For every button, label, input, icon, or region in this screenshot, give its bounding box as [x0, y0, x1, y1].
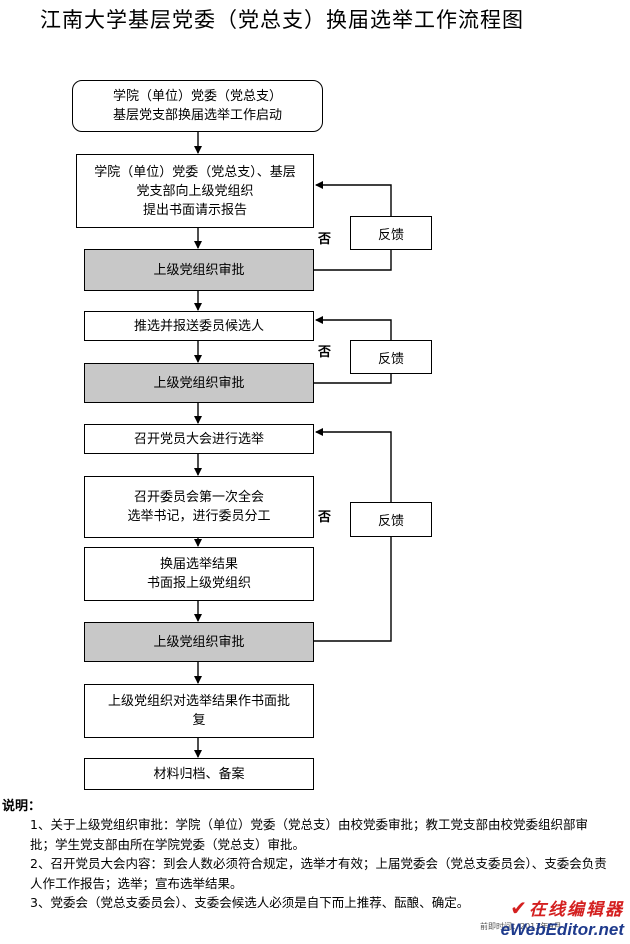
step-text: 基层党支部换届选举工作启动 — [112, 108, 282, 123]
step-text: 提出书面请示报告 — [142, 202, 247, 218]
loop2-back — [315, 316, 392, 341]
step-start: 学院（单位）党委（党总支） 基层党支部换届选举工作启动 — [72, 80, 323, 132]
note-item-3: 3、党委会（党总支委员会）、支委会候选人必须是自下而上推荐、酝酿、确定。 — [30, 895, 470, 910]
page-title: 江南大学基层党委（党总支）换届选举工作流程图 — [40, 8, 524, 32]
no-label-2: 否 — [318, 345, 332, 360]
step-text: 选举书记，进行委员分工 — [127, 509, 271, 524]
step-approval-3: 上级党组织审批 — [84, 622, 314, 662]
loop1-back — [315, 181, 392, 217]
step-member-assembly: 召开党员大会进行选举 — [84, 424, 314, 454]
note-item-1: 1、关于上级党组织审批：学院（单位）党委（党总支）由校党委审批；教工党支部由校党… — [30, 817, 588, 852]
no-label-3: 否 — [318, 510, 332, 525]
note-item-2: 2、召开党员大会内容：到会人数必须符合规定，选举才有效；上届党委会（党总支委员会… — [30, 856, 607, 891]
feedback-box-3: 反馈 — [350, 502, 432, 537]
step-text: 上级党组织对选举结果作书面批 — [107, 694, 290, 709]
step-text: 上级党组织审批 — [153, 262, 245, 278]
step-text: 学院（单位）党委（党总支） — [112, 89, 282, 104]
notes-heading: 说明： — [2, 799, 42, 814]
step-text: 材料归档、备案 — [153, 766, 245, 782]
step-approval-2: 上级党组织审批 — [84, 363, 314, 403]
step-written-reply: 上级党组织对选举结果作书面批 复 — [84, 684, 314, 738]
loop1-out — [313, 250, 392, 271]
step-text: 上级党组织审批 — [153, 634, 245, 650]
feedback-box-1: 反馈 — [350, 216, 432, 250]
check-icon: ✔ — [510, 896, 527, 920]
step-text: 复 — [192, 713, 206, 728]
step-committee-plenary: 召开委员会第一次全会 选举书记，进行委员分工 — [84, 476, 314, 538]
watermark-date: 前即时间：2013年9月 — [480, 922, 562, 931]
feedback-box-2: 反馈 — [350, 340, 432, 374]
step-nominate-candidates: 推选并报送委员候选人 — [84, 311, 314, 341]
loop2-out — [313, 373, 392, 384]
watermark-line2: eWebEditor.net — [500, 920, 624, 939]
step-text: 召开委员会第一次全会 — [133, 490, 264, 505]
loop3-back — [315, 428, 392, 503]
step-text: 学院（单位）党委（党总支）、基层 — [94, 164, 296, 180]
step-text: 书面报上级党组织 — [146, 576, 251, 591]
step-request-report: 学院（单位）党委（党总支）、基层 党支部向上级党组织 提出书面请示报告 — [76, 154, 314, 228]
no-label-1: 否 — [318, 232, 332, 247]
step-text: 上级党组织审批 — [153, 375, 245, 391]
step-report-results: 换届选举结果 书面报上级党组织 — [84, 547, 314, 601]
watermark-line1: 在线编辑器 — [529, 900, 624, 920]
watermark-logo: ✔在线编辑器 eWebEditor.net — [501, 895, 624, 940]
step-text: 党支部向上级党组织 — [136, 183, 254, 199]
loop3-out — [313, 536, 392, 642]
step-approval-1: 上级党组织审批 — [84, 249, 314, 291]
step-text: 推选并报送委员候选人 — [133, 318, 264, 334]
step-text: 换届选举结果 — [159, 557, 238, 572]
step-archive: 材料归档、备案 — [84, 758, 314, 790]
step-text: 召开党员大会进行选举 — [133, 431, 264, 447]
